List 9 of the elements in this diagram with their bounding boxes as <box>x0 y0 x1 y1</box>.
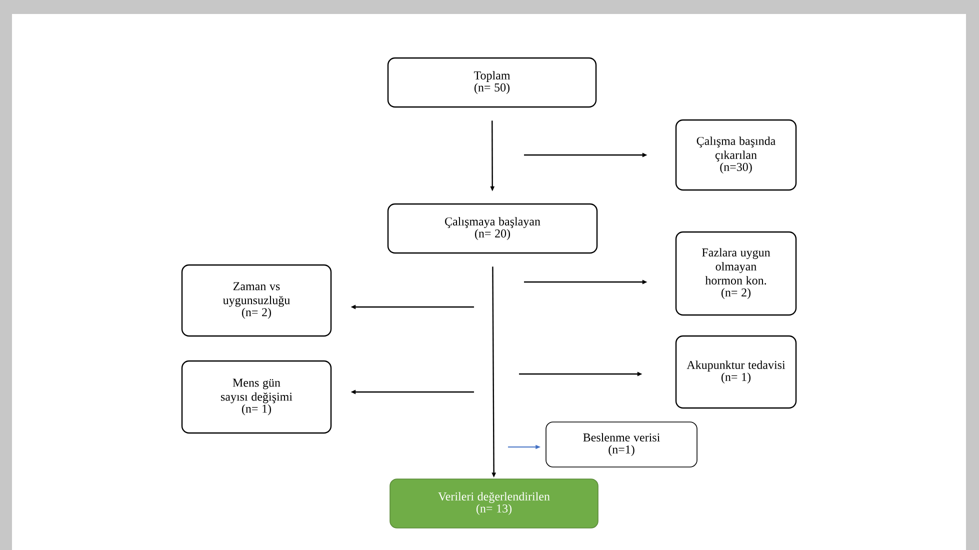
process-box: Çalışma başında çıkarılan (n=30) <box>675 119 797 191</box>
process-box: Çalışmaya başlayan (n= 20) <box>387 203 598 254</box>
process-box: Toplam (n= 50) <box>387 57 597 108</box>
process-box: Beslenme verisi (n=1) <box>546 422 698 468</box>
process-box: Zaman vs uygunsuzluğu (n= 2) <box>181 264 332 337</box>
process-box: Fazlara uygun olmayan hormon kon. (n= 2) <box>675 231 797 316</box>
process-box: Akupunktur tedavisi (n= 1) <box>675 335 797 409</box>
result-box: Verileri değerlendirilen (n= 13) <box>390 478 598 528</box>
process-box: Mens gün sayısı değişimi (n= 1) <box>181 360 332 434</box>
